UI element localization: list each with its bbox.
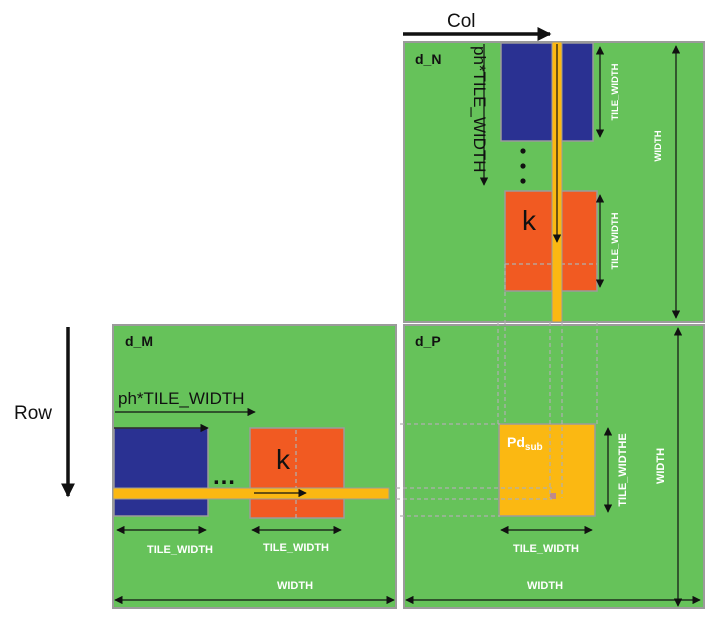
projection-guides <box>396 264 598 517</box>
d-m-width-dim-label: WIDTH <box>277 580 313 592</box>
d-m-tile-left-dim-label: TILE_WIDTH <box>147 544 213 556</box>
d-m-tile-k <box>249 427 345 519</box>
d-m-offset-label: ph*TILE_WIDTH <box>118 389 245 408</box>
d-p-tile-right-dim-label: TILE_WIDTHE <box>617 433 629 506</box>
row-indicator: Row <box>14 327 75 498</box>
pd-sub-tile <box>498 423 596 517</box>
d-n-tile-k <box>504 190 598 292</box>
col-indicator: Col <box>403 11 552 41</box>
matrix-d-p: d_P Pdsub TILE_WIDTHE TILE_WIDTH WIDTH W… <box>403 324 705 609</box>
d-n-offset-label: ph*TILE_WIDTH <box>470 46 489 173</box>
d-n-width-dim-label: WIDTH <box>653 130 664 161</box>
d-n-tile-bottom-dim-label: TILE_WIDTH <box>610 212 621 269</box>
matrix-d-m: d_M ph*TILE_WIDTH k … TILE_WIDTH TILE_WI… <box>112 324 397 609</box>
d-n-k-label: k <box>522 205 537 236</box>
d-m-tile-right-dim-label: TILE_WIDTH <box>263 542 329 554</box>
row-label: Row <box>14 403 52 424</box>
matrix-d-n-label: d_N <box>415 51 441 67</box>
d-n-vertical-dots <box>520 148 526 184</box>
d-m-row-highlight <box>112 487 390 500</box>
pd-sub-label: Pdsub <box>507 434 543 453</box>
pd-element-marker <box>550 493 556 499</box>
d-m-k-label: k <box>276 444 291 475</box>
d-p-width-right-dim-label: WIDTH <box>655 448 667 484</box>
matrix-d-p-label: d_P <box>415 333 441 349</box>
d-n-tile-top <box>500 42 594 142</box>
d-p-tile-bottom-dim-label: TILE_WIDTH <box>513 543 579 555</box>
col-label: Col <box>447 11 476 32</box>
matrix-d-m-label: d_M <box>125 333 153 349</box>
d-m-horizontal-dots: … <box>212 463 236 490</box>
d-m-tile-left <box>113 427 209 517</box>
d-n-tile-top-dim-label: TILE_WIDTH <box>610 63 621 120</box>
d-p-width-bottom-dim-label: WIDTH <box>527 580 563 592</box>
matrix-d-n: d_N k ph*TILE_WIDTH TILE_WIDTH TILE_WIDT… <box>403 41 705 323</box>
